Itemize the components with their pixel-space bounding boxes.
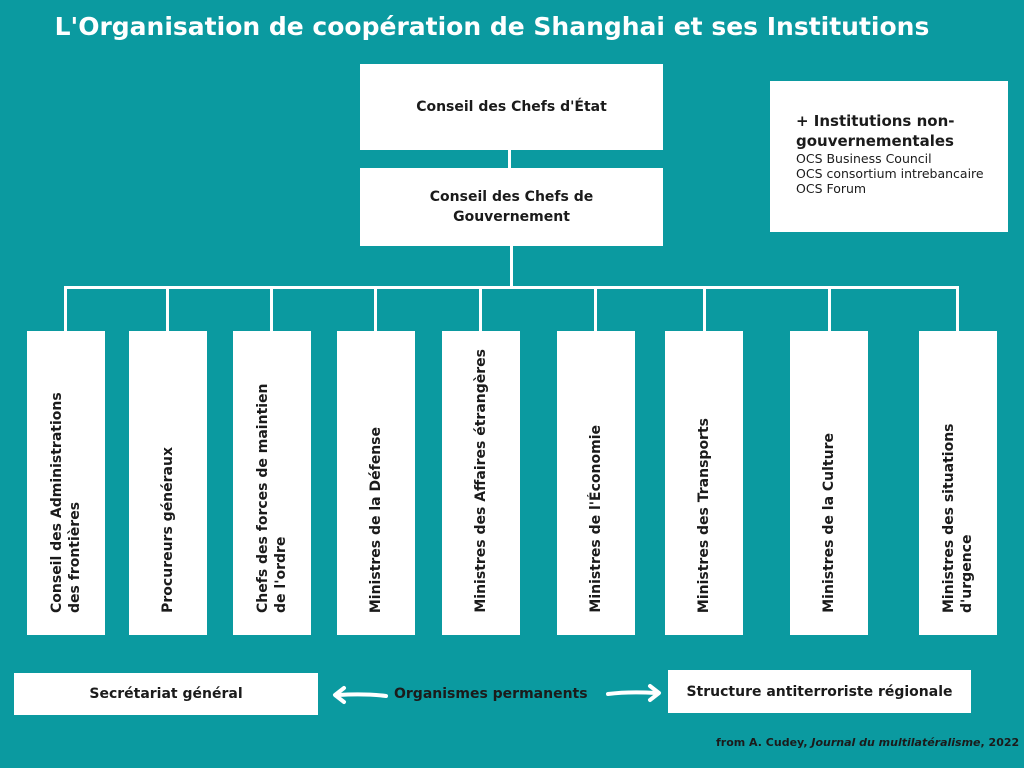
council-label: Chefs des forces de maintien de l'ordre (255, 383, 289, 613)
ngo-item: OCS Forum (796, 181, 867, 196)
connector-line (510, 246, 513, 288)
connector-line (270, 286, 273, 331)
council-box: Ministres des situations d'urgence (919, 331, 997, 635)
council-label: Procureurs généraux (160, 447, 176, 613)
connector-line (956, 286, 959, 331)
council-box: Ministres des Affaires étrangères (442, 331, 520, 635)
secretariat-label: Secrétariat général (89, 686, 243, 702)
arrow-right-icon (606, 684, 661, 702)
council-label: Ministres des Transports (696, 417, 712, 613)
ngo-item: OCS consortium intrebancaire (796, 166, 984, 181)
council-label: Ministres des situations d'urgence (941, 423, 975, 614)
arrow-left-icon (333, 686, 388, 704)
council-box: Procureurs généraux (129, 331, 207, 635)
council-label: Conseil des Administrations des frontièr… (49, 392, 83, 613)
council-box: Ministres des Transports (665, 331, 743, 635)
permanent-bodies-label: Organismes permanents (394, 686, 588, 702)
council-box: Ministres de la Défense (337, 331, 415, 635)
anti-terrorist-structure-box: Structure antiterroriste régionale (668, 670, 971, 713)
council-label: Ministres de la Culture (821, 433, 837, 613)
ngo-box: + Institutions non-gouvernementales OCS … (770, 81, 1008, 232)
council-label: Ministres de l'Économie (588, 425, 604, 613)
source-credit: from A. Cudey, Journal du multilatéralis… (716, 736, 1019, 749)
credit-suffix: , 2022 (980, 736, 1020, 749)
connector-line (479, 286, 482, 331)
connector-line (64, 286, 959, 289)
anti-terrorist-structure-label: Structure antiterroriste régionale (686, 683, 953, 700)
heads-of-state-box: Conseil des Chefs d'État (360, 64, 663, 150)
chart-title: L'Organisation de coopération de Shangha… (54, 12, 930, 41)
credit-prefix: from A. Cudey, (716, 736, 812, 749)
council-label: Ministres des Affaires étrangères (473, 349, 489, 613)
connector-line (166, 286, 169, 331)
heads-of-state-label: Conseil des Chefs d'État (416, 99, 607, 115)
secretariat-box: Secrétariat général (14, 673, 318, 715)
connector-line (374, 286, 377, 331)
ngo-item: OCS Business Council (796, 151, 932, 166)
council-box: Conseil des Administrations des frontièr… (27, 331, 105, 635)
council-box: Ministres de l'Économie (557, 331, 635, 635)
connector-line (594, 286, 597, 331)
connector-line (508, 150, 511, 168)
ngo-title: + Institutions non-gouvernementales (796, 112, 955, 150)
council-box: Chefs des forces de maintien de l'ordre (233, 331, 311, 635)
credit-journal: Journal du multilatéralisme (811, 736, 981, 749)
connector-line (703, 286, 706, 331)
council-box: Ministres de la Culture (790, 331, 868, 635)
heads-of-government-box: Conseil des Chefs de Gouvernement (360, 168, 663, 246)
heads-of-government-label: Conseil des Chefs de Gouvernement (429, 189, 594, 225)
council-label: Ministres de la Défense (368, 426, 384, 613)
connector-line (828, 286, 831, 331)
connector-line (64, 286, 67, 331)
